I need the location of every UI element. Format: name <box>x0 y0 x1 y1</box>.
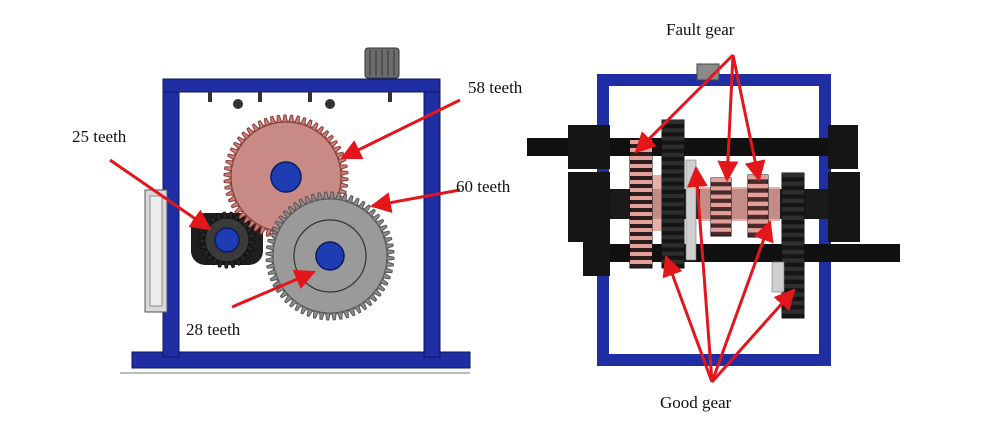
arrow-fault-3 <box>731 54 766 183</box>
left-gearbox-front-view <box>120 47 471 374</box>
gear-25-teeth <box>198 211 256 269</box>
label-60-teeth: 60 teeth <box>456 177 511 196</box>
label-58-teeth: 58 teeth <box>468 78 523 97</box>
arrow-good-4 <box>710 288 796 383</box>
good-gear-right <box>781 172 805 319</box>
frame-top-beam <box>162 78 441 93</box>
arrow-25-teeth <box>109 158 212 231</box>
annotation-arrows <box>109 53 796 383</box>
fault-gear-large <box>629 139 653 269</box>
fault-gear-small-b <box>747 174 769 238</box>
arrow-28-teeth <box>231 269 316 309</box>
arrow-good-2 <box>686 165 714 383</box>
bearing-right-top <box>828 125 858 169</box>
label-fault-gear: Fault gear <box>666 20 735 39</box>
label-28-teeth: 28 teeth <box>186 320 241 339</box>
arrow-good-3 <box>710 220 774 383</box>
fault-gear-small-a <box>710 177 732 237</box>
good-gear-large <box>661 119 685 269</box>
label-25-teeth: 25 teeth <box>72 127 127 146</box>
gear-60-teeth <box>265 191 395 321</box>
bearing-right-mid <box>828 172 860 242</box>
frame-right-post <box>423 78 441 358</box>
arrow-fault-2 <box>717 54 739 183</box>
collar-right <box>771 261 785 293</box>
bearing-left-bottom <box>583 240 610 276</box>
arrow-fault-1 <box>634 53 735 154</box>
top-fittings <box>208 92 392 109</box>
arrow-60-teeth <box>369 188 461 213</box>
arrow-good-1 <box>662 255 714 383</box>
right-gearbox-top-view <box>527 63 900 366</box>
bearing-left-mid <box>568 172 610 242</box>
label-good-gear: Good gear <box>660 393 732 412</box>
base-plate <box>131 351 471 369</box>
arrow-58-teeth <box>340 98 461 160</box>
bearing-left-top <box>568 125 610 169</box>
collar-left <box>685 159 697 261</box>
